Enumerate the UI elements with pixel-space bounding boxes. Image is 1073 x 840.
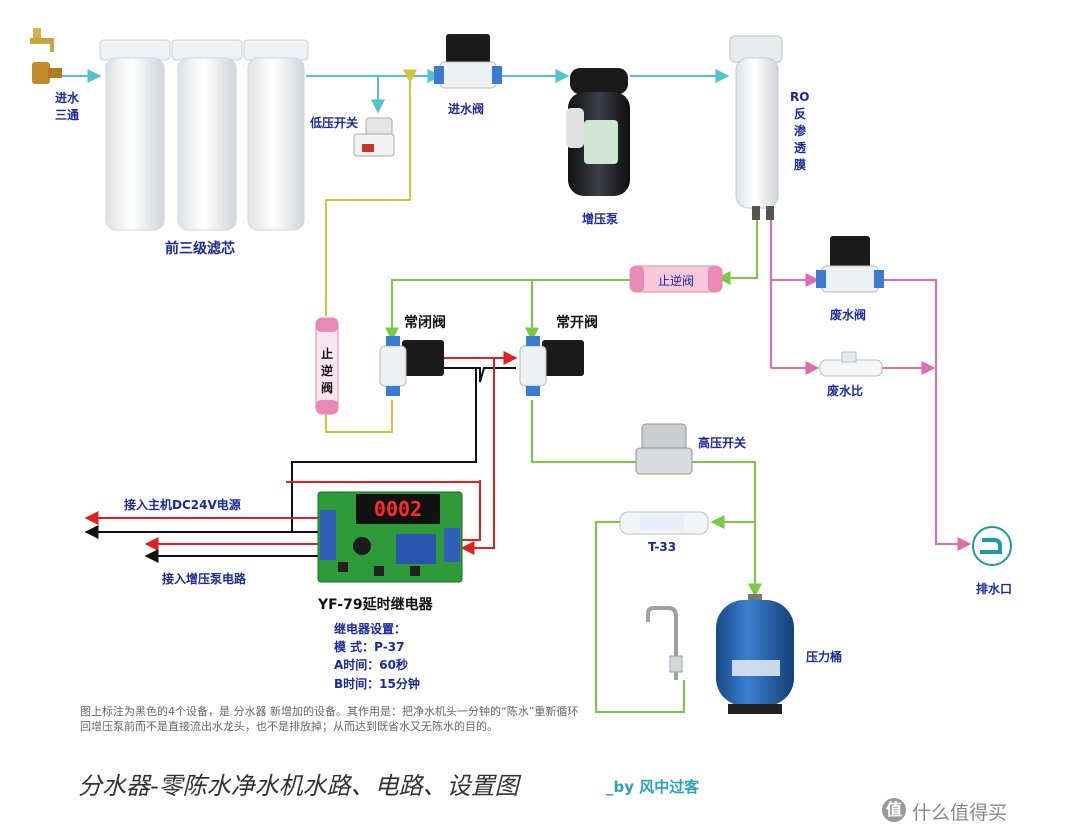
inline-filter-icon — [619, 511, 709, 535]
ro-label-char: 反 — [793, 107, 806, 121]
solenoid-valve-icon — [816, 236, 884, 293]
diagram-title: 分水器-零陈水净水机水路、电路、设置图 — [78, 772, 519, 800]
check-valve-left-label: 止 逆 阀 — [318, 346, 336, 397]
solenoid-valve-icon — [519, 336, 584, 396]
no-valve-label: 常开阀 — [556, 315, 598, 331]
relay-display: 0002 — [374, 497, 422, 521]
ro-label-char: 渗 — [793, 124, 806, 138]
relay-setting-mode: 模 式：P-37 — [334, 640, 405, 654]
power-wires — [84, 351, 518, 563]
check-valve-left-char: 逆 — [320, 364, 333, 378]
drinking-faucet-icon — [646, 606, 683, 680]
solenoid-valve-icon — [379, 336, 444, 396]
low-pressure-switch-label: 低压开关 — [310, 116, 359, 130]
check-valve-right-label: 止逆阀 — [658, 274, 695, 288]
pressure-tank-icon — [716, 594, 794, 714]
check-valve-left-char: 止 — [320, 347, 333, 361]
solenoid-valve-icon — [434, 34, 502, 89]
host-power-label: 接入主机DC24V电源 — [124, 498, 241, 512]
pump-circuit-label: 接入增压泵电路 — [162, 572, 247, 586]
filter-housing-icon — [99, 39, 309, 231]
description-note: 图上标注为黑色的4个设备，是 分水器 新增加的设备。其作用是：把净水机头一分钟的… — [80, 705, 579, 733]
inlet-tee-label: 进水 三通 — [52, 90, 82, 124]
inlet-tee-label-line: 进水 — [54, 91, 79, 105]
drain-label: 排水口 — [976, 582, 1013, 596]
relay-setting-a-time: A时间：60秒 — [334, 658, 408, 672]
pressure-tank-label: 压力桶 — [806, 650, 843, 664]
relay-settings-heading: 继电器设置： — [334, 622, 407, 636]
relay-board-icon: 0002 — [317, 491, 463, 583]
product-pipe — [385, 215, 762, 713]
booster-pump-label: 增压泵 — [582, 212, 619, 226]
pressure-switch-icon — [353, 117, 395, 157]
ro-label-head: RO — [790, 90, 810, 104]
pressure-switch-icon — [635, 423, 693, 475]
flow-restrictor-icon — [819, 351, 883, 377]
relay-label: YF-79延时继电器 — [318, 597, 433, 613]
relay-setting-b-time: B时间：15分钟 — [334, 677, 420, 691]
inlet-valve-label: 进水阀 — [448, 102, 485, 116]
inlet-pipe — [62, 69, 730, 114]
watermark-badge: 值 — [882, 798, 906, 822]
ro-label-char: 透 — [793, 141, 806, 155]
inlet-tee-label-line: 三通 — [54, 108, 79, 122]
ro-label-char: 膜 — [793, 158, 806, 172]
faucet-icon — [30, 28, 62, 84]
ro-label: 反 渗 透 膜 — [791, 106, 809, 174]
recirculation-pipe — [325, 69, 417, 433]
byline: _by 风中过客 — [606, 778, 700, 796]
watermark-text: 什么值得买 — [912, 802, 1008, 824]
booster-pump-icon — [566, 68, 630, 196]
check-valve-icon — [629, 265, 723, 293]
waste-ratio-label: 废水比 — [827, 384, 864, 398]
check-valve-left-char: 阀 — [320, 381, 333, 395]
check-valve-icon — [315, 317, 339, 415]
drain-icon — [972, 526, 1012, 566]
waste-pipe — [770, 220, 972, 551]
nc-valve-label: 常闭阀 — [404, 315, 446, 331]
waste-valve-label: 废水阀 — [830, 308, 867, 322]
t33-label: T-33 — [648, 540, 677, 554]
prefilter-label: 前三级滤芯 — [165, 241, 235, 257]
high-pressure-switch-label: 高压开关 — [698, 436, 747, 450]
ro-membrane-icon — [729, 35, 783, 220]
